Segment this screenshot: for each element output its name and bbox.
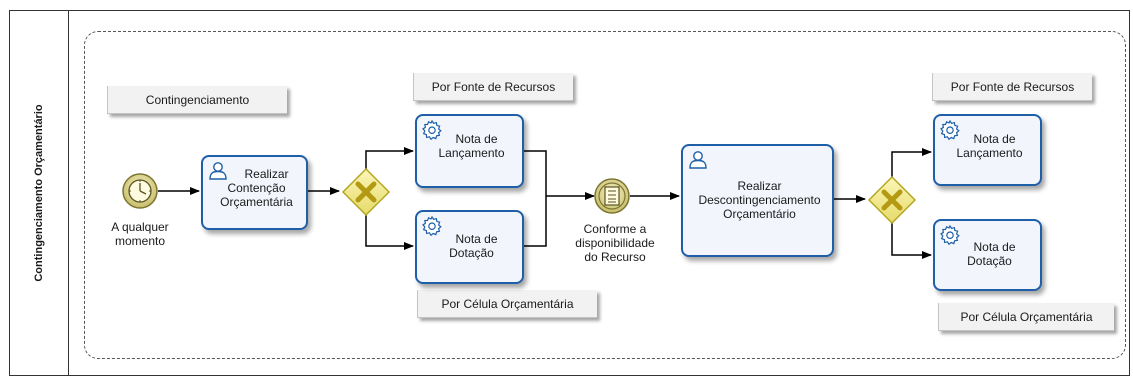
task-label-line-2: Dotação	[967, 254, 1012, 268]
flow-dotacao-1-join	[524, 196, 547, 247]
intermediate-event-label: Conforme a disponibilidade do Recurso	[560, 222, 670, 264]
intermediate-event-label-line-1: Conforme a	[583, 222, 647, 236]
flow-gateway-2-to-lancamento-2	[891, 148, 932, 177]
task-nota-dotacao-2[interactable]: Nota de Dotação	[933, 219, 1042, 291]
user-icon	[209, 162, 227, 180]
intermediate-event-label-line-2: disponibilidade	[575, 236, 655, 250]
task-nota-lancamento-1[interactable]: Nota de Lançamento	[415, 114, 524, 188]
gear-icon	[940, 119, 960, 141]
task-label-line-1: Nota de	[455, 132, 498, 146]
task-label-line-2: Descontingenciamento	[698, 193, 821, 207]
task-label-line-1: Nota de	[973, 132, 1016, 146]
annotation-fonte-recursos-2: Por Fonte de Recursos	[932, 73, 1092, 101]
flow-gateway-1-to-dotacao-1	[365, 213, 414, 250]
annotation-contingenciamento: Contingenciamento	[107, 86, 287, 114]
start-event-label-line-2: momento	[114, 234, 166, 248]
start-event-label: A qualquer momento	[95, 220, 185, 248]
task-label-line-1: Nota de	[455, 232, 498, 246]
task-label-line-1: Nota de	[973, 240, 1016, 254]
gear-icon	[422, 215, 442, 237]
flow-lancamento-1-join	[524, 150, 547, 196]
start-event-label-line-1: A qualquer	[111, 220, 169, 234]
task-label-line-3: Orçamentária	[220, 195, 293, 209]
gear-icon	[422, 119, 442, 141]
group-boundary	[84, 31, 1126, 359]
exclusive-gateway-icon	[341, 167, 391, 217]
task-nota-dotacao-1[interactable]: Nota de Dotação	[415, 210, 524, 284]
task-label-line-2: Dotação	[449, 246, 494, 260]
task-label-line-3: Orçamentário	[723, 207, 796, 221]
pool-header	[9, 10, 69, 376]
task-realizar-descontingenciamento[interactable]: Realizar Descontingenciamento Orçamentár…	[681, 144, 834, 257]
task-label-line-2: Lançamento	[956, 146, 1023, 160]
gear-icon	[940, 224, 960, 246]
user-icon	[689, 151, 707, 169]
task-nota-lancamento-2[interactable]: Nota de Lançamento	[933, 114, 1042, 186]
annotation-celula-orcamentaria-2: Por Célula Orçamentária	[938, 303, 1114, 331]
task-label-line-1: Realizar	[737, 179, 782, 193]
flow-gateway-2-to-dotacao-2	[891, 221, 932, 259]
task-realizar-contencao[interactable]: Realizar Contenção Orçamentária	[201, 155, 308, 230]
exclusive-gateway-icon	[867, 175, 917, 225]
intermediate-event-label-line-3: do Recurso	[584, 250, 646, 264]
clock-icon	[122, 173, 158, 209]
task-label-line-1: Realizar	[244, 167, 289, 181]
document-list-icon	[594, 178, 630, 214]
flow-gateway-1-to-lancamento-1	[365, 147, 414, 169]
task-label-line-2: Contenção	[227, 181, 286, 195]
annotation-celula-orcamentaria-1: Por Célula Orçamentária	[417, 290, 597, 318]
task-label-line-2: Lançamento	[438, 146, 505, 160]
annotation-fonte-recursos-1: Por Fonte de Recursos	[413, 73, 573, 101]
